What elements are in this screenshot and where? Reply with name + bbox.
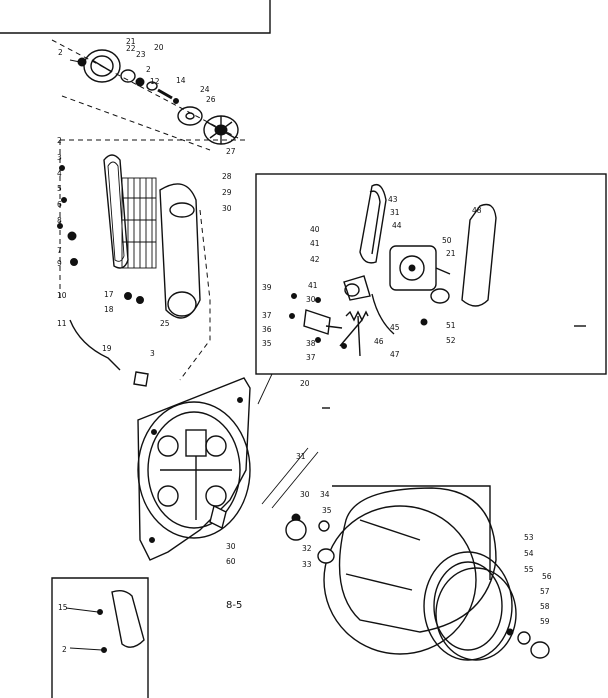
callout-labels-motor: 43 31 44 40 41 42 39 30 41 37 36 35 38 3… — [262, 195, 482, 362]
callout: 21 — [446, 249, 456, 258]
callout-labels-blower: 21 22 23 20 2 12 14 24 26 27 2 — [58, 37, 236, 156]
callout: 35 — [262, 339, 272, 348]
callout: 45 — [390, 323, 400, 332]
callout: 30 — [306, 295, 316, 304]
callout: 60 — [226, 557, 236, 566]
inset-detail — [51, 577, 149, 698]
callout: 39 — [262, 283, 272, 292]
callout: 18 — [104, 305, 114, 314]
callout: 3 — [57, 153, 62, 162]
callout: 23 — [136, 50, 146, 59]
callout: 31 — [390, 208, 400, 217]
callout: 41 — [310, 239, 320, 248]
callout: 30 — [226, 542, 236, 551]
callout: 46 — [374, 337, 384, 346]
callout: 56 — [542, 572, 552, 581]
callout: 11 — [57, 319, 67, 328]
callout: 51 — [446, 321, 456, 330]
callout: 40 — [310, 225, 320, 234]
callout: 5 — [57, 184, 62, 193]
callout: 41 — [308, 281, 318, 290]
callout: 26 — [206, 95, 216, 104]
callout: 12 — [150, 77, 160, 86]
callout: 33 — [302, 560, 312, 569]
callout: 21 — [126, 37, 136, 46]
callout: 3 — [150, 349, 155, 358]
callout: 17 — [104, 290, 114, 299]
callout: 43 — [388, 195, 398, 204]
blower-assembly — [51, 39, 239, 151]
callout: 35 — [322, 506, 332, 515]
callout: 25 — [160, 319, 170, 328]
callout: 6 — [57, 200, 62, 209]
callout: 8 — [57, 216, 62, 225]
callout: 37 — [262, 311, 272, 320]
callout-labels-bulkhead: 20 31 30 60 — [226, 379, 310, 566]
heater-assembly — [57, 139, 246, 387]
callout: 4 — [57, 169, 62, 178]
motor-assembly-box — [255, 173, 607, 375]
callout: 52 — [446, 336, 456, 345]
callout: 38 — [306, 339, 316, 348]
callout: 55 — [524, 565, 534, 574]
callout: 9 — [57, 259, 62, 268]
callout: 47 — [390, 350, 400, 359]
callout: 14 — [176, 76, 186, 85]
callout: 28 — [222, 172, 232, 181]
callout: 20 — [300, 379, 310, 388]
callout: 48 — [472, 206, 482, 215]
callout: 32 — [302, 544, 312, 553]
callout: 24 — [200, 85, 210, 94]
callout: 36 — [262, 325, 272, 334]
callout: 10 — [57, 291, 67, 300]
callout: 59 — [540, 617, 550, 626]
callout: 19 — [102, 344, 112, 353]
callout: 54 — [524, 549, 534, 558]
callout: 57 — [540, 587, 550, 596]
callout: 42 — [310, 255, 320, 264]
bulkhead-panel — [137, 377, 251, 561]
callout: 58 — [540, 602, 550, 611]
callout-labels-heater: 2 3 4 5 6 8 7 9 10 11 17 18 28 29 30 25 … — [57, 136, 232, 358]
callout: 20 — [154, 43, 164, 52]
callout: 2 — [57, 136, 62, 145]
drum-assembly — [257, 373, 550, 661]
callout: 2 — [58, 48, 63, 57]
callout: 27 — [226, 147, 236, 156]
callout-labels-inset: 15 2 — [58, 603, 68, 654]
callout: 37 — [306, 353, 316, 362]
callout: 2 — [146, 65, 151, 74]
callout: 53 — [524, 533, 534, 542]
page-label: 8-5 — [226, 600, 242, 611]
top-frame — [0, 0, 271, 34]
callout: 30 — [300, 490, 310, 499]
callout: 34 — [320, 490, 330, 499]
callout: 30 — [222, 204, 232, 213]
callout: 7 — [57, 246, 62, 255]
callout: 31 — [296, 452, 306, 461]
callout: 44 — [392, 221, 402, 230]
callout-labels-drum: 30 34 35 32 33 53 54 55 56 57 58 59 — [300, 490, 552, 626]
callout: 15 — [58, 603, 68, 612]
callout: 22 — [126, 44, 136, 53]
callout: 50 — [442, 236, 452, 245]
callout: 2 — [62, 645, 67, 654]
callout: 29 — [222, 188, 232, 197]
